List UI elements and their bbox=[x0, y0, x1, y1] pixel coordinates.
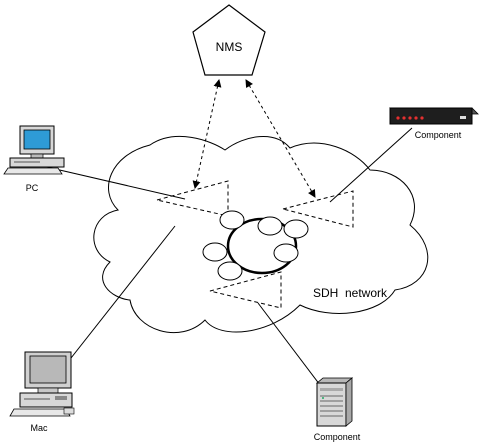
component-top-label: Component bbox=[415, 130, 462, 140]
ring-node bbox=[219, 210, 245, 230]
ring-node bbox=[273, 243, 299, 263]
mac-label: Mac bbox=[30, 423, 48, 433]
network-element-right bbox=[282, 190, 354, 228]
component-bottom-label: Component bbox=[314, 432, 361, 442]
component-bottom-connection bbox=[257, 302, 321, 386]
ring-node bbox=[257, 216, 283, 236]
network-element-bottom bbox=[209, 271, 282, 309]
component-bottom-icon bbox=[315, 377, 354, 427]
nms-node bbox=[192, 4, 266, 76]
ring-node bbox=[283, 219, 309, 239]
mac-icon bbox=[9, 351, 75, 417]
network-element-left bbox=[156, 180, 229, 217]
mac-connection bbox=[59, 225, 176, 373]
pc-connection bbox=[37, 164, 186, 200]
pc-label: PC bbox=[26, 183, 39, 193]
sdh-network-label: SDH network bbox=[313, 286, 388, 300]
pc-icon bbox=[3, 125, 65, 175]
ring-node bbox=[202, 242, 228, 262]
component-top-icon bbox=[389, 107, 479, 125]
component-top-connection bbox=[329, 127, 413, 203]
nms-label: NMS bbox=[216, 40, 243, 54]
nms-link-left bbox=[192, 79, 222, 189]
nms-link-right bbox=[245, 79, 316, 198]
ring-node bbox=[217, 261, 243, 281]
